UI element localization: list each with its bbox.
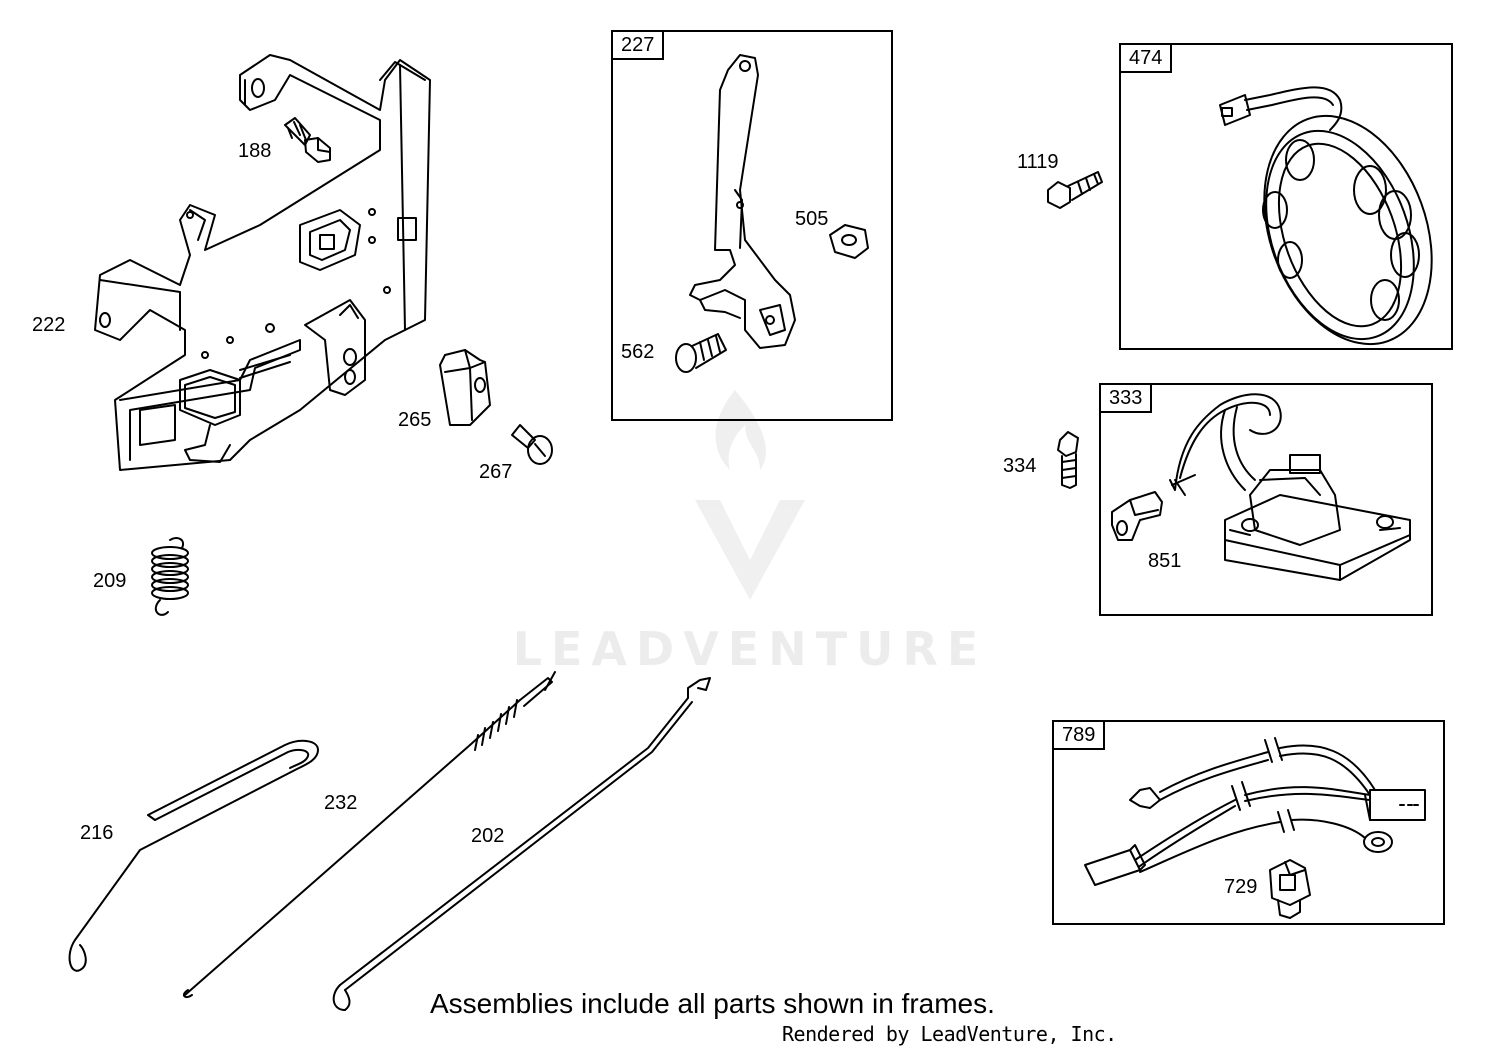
cable-clip-729: [1270, 860, 1310, 918]
callout-209[interactable]: 209: [93, 570, 127, 592]
nut-505: [830, 225, 868, 258]
callout-851[interactable]: 851: [1148, 550, 1182, 572]
spring-link-232: [184, 672, 555, 997]
screw-562: [676, 334, 726, 372]
governor-lever-227: [690, 55, 795, 348]
leadventure-logo-icon: [695, 390, 805, 600]
frame-label-333: 333: [1099, 383, 1153, 413]
screw-267: [512, 425, 552, 464]
link-rod-202: [334, 678, 710, 1010]
terminal-851: [1112, 492, 1162, 540]
callout-232[interactable]: 232: [324, 792, 358, 814]
callout-216[interactable]: 216: [80, 822, 114, 844]
frame-label-474: 474: [1119, 43, 1173, 73]
callout-188[interactable]: 188: [238, 140, 272, 162]
callout-267[interactable]: 267: [479, 461, 513, 483]
frame-label-227: 227: [611, 30, 665, 60]
frame-789: 789: [1052, 720, 1445, 925]
assemblies-note: Assemblies include all parts shown in fr…: [430, 988, 995, 1019]
control-bracket-plate: [95, 55, 430, 470]
bolt-1119: [1048, 172, 1102, 208]
bolt-188: [285, 118, 330, 162]
link-rod-216: [70, 741, 318, 971]
screw-334: [1058, 432, 1078, 488]
ignition-coil-333: [1170, 394, 1410, 580]
wire-harness-789: [1085, 738, 1425, 885]
frame-474: 474: [1119, 43, 1453, 350]
callout-562[interactable]: 562: [621, 341, 655, 363]
watermark-text: LEADVENTURE: [512, 622, 988, 676]
callout-265[interactable]: 265: [398, 409, 432, 431]
callout-222[interactable]: 222: [32, 314, 66, 336]
spring-209: [152, 538, 188, 615]
callout-334[interactable]: 334: [1003, 455, 1037, 477]
render-credit: Rendered by LeadVenture, Inc.: [782, 1022, 1117, 1046]
callout-505[interactable]: 505: [795, 208, 829, 230]
frame-label-789: 789: [1052, 720, 1106, 750]
callout-729[interactable]: 729: [1224, 876, 1258, 898]
callout-202[interactable]: 202: [471, 825, 505, 847]
frame-333: 333: [1099, 383, 1433, 616]
frame-227: 227: [611, 30, 893, 421]
alternator-474: [1220, 87, 1462, 367]
callout-1119[interactable]: 1119: [1017, 151, 1059, 173]
cable-clip-265: [440, 350, 490, 425]
